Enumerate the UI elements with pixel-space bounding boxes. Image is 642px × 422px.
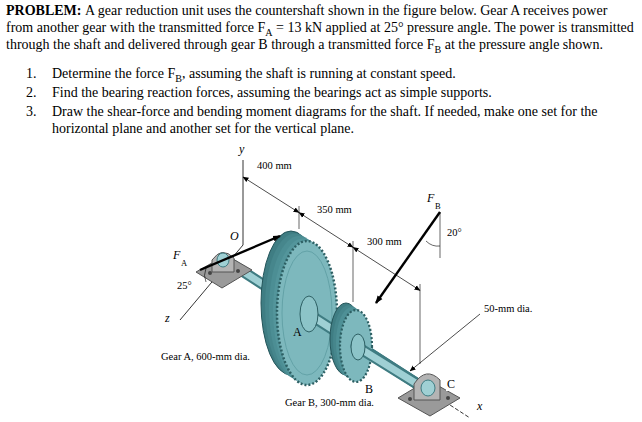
dimension-label: 400 mm [256,159,293,172]
force-subscript: A [180,257,188,270]
leader-line [410,314,480,371]
subscript: B [175,73,182,84]
gear-hub [300,296,318,332]
item-number: 3. [26,104,37,119]
part-label: Gear B, 300-mm dia. [284,396,375,409]
subscript: A [265,27,272,38]
dimension-line [243,177,299,213]
problem-heading: PROBLEM: [6,3,81,18]
bearing-o [196,252,252,288]
problem-text: at the pressure angle shown. [445,37,603,52]
angle-arc [205,268,207,282]
item-number: 2. [26,85,37,100]
item-number: 1. [26,65,52,82]
item-text: , assuming the shaft is running at const… [182,66,456,81]
list-item: 3. Draw the shear-force and bending momen… [26,103,632,137]
problem-text: PROBLEM:A gear reduction unit uses the c… [6,2,636,53]
axis-label: z [164,312,171,325]
extension-line [299,206,300,229]
force-label: F [172,249,181,262]
task-list: 1. Determine the force FB, assuming the s… [26,65,632,139]
axis-label: y [238,143,245,156]
dimension-label: 50-mm dia. [483,302,533,315]
gear-hub [351,334,365,360]
force-label: F [426,192,435,205]
bearing-c [398,374,460,416]
origin-label: O [229,230,240,243]
part-label: Gear A, 600-mm dia. [160,350,251,363]
item-body: Draw the shear-force and bending moment … [52,103,632,137]
list-item: 2. Find the bearing reaction forces, assu… [26,84,632,101]
y-axis [243,160,244,245]
extension-line [420,284,421,364]
gear-b [330,303,372,382]
gear-label: A [292,326,303,339]
subscript: B [434,44,441,55]
item-text: Draw the shear-force and bending moment … [52,104,598,136]
force-subscript: B [434,200,442,213]
angle-label: 20° [446,226,463,239]
item-number: 2. [26,84,52,101]
dimension-label: 300 mm [366,235,403,248]
gear-a [261,231,337,385]
reference-line [440,212,441,258]
extension-line [353,241,354,302]
bearing-label: C [446,378,456,391]
axis-label: x [476,400,483,413]
item-text: Find the bearing reaction forces, assumi… [52,85,492,100]
dimension-label: 350 mm [316,203,353,216]
item-body: Determine the force FB, assuming the sha… [52,65,632,82]
angle-label: 25° [176,279,193,292]
item-body: Find the bearing reaction forces, assumi… [52,84,632,101]
item-text: Determine the force F [52,66,175,81]
item-number: 3. [26,103,52,137]
item-number: 1. [26,66,37,81]
gear-label: B [364,383,374,396]
list-item: 1. Determine the force FB, assuming the s… [26,65,632,82]
force-arrow-fb [376,212,440,303]
angle-arc [426,241,440,246]
force-arrow-fa [200,236,280,270]
